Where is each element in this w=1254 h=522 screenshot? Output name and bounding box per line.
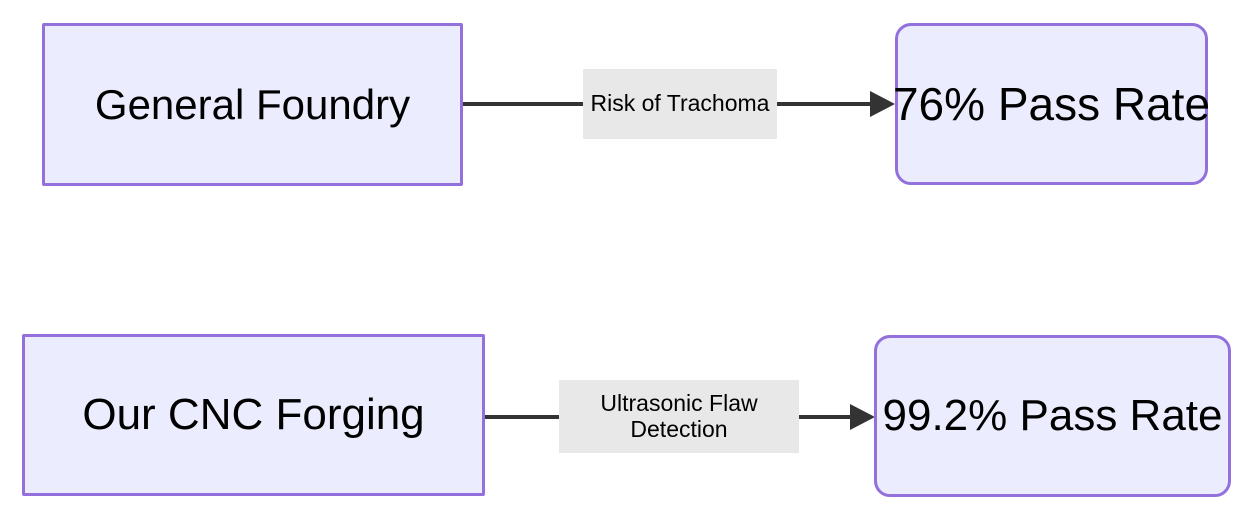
node-99-2-pass-rate-label: 99.2% Pass Rate [882, 391, 1223, 440]
arrowhead-icon [850, 404, 875, 430]
node-76-pass-rate: 76% Pass Rate [892, 23, 1211, 185]
edge-label-risk-of-trachoma: Risk of Trachoma [583, 69, 777, 139]
node-99-2-pass-rate: 99.2% Pass Rate [874, 335, 1231, 497]
edge-label-ultrasonic-flaw-detection: Ultrasonic Flaw Detection [559, 380, 799, 453]
edge-label-risk-of-trachoma-text: Risk of Trachoma [590, 90, 770, 117]
node-our-cnc-forging-label: Our CNC Forging [82, 390, 425, 439]
node-our-cnc-forging: Our CNC Forging [22, 334, 485, 496]
arrowhead-icon [870, 91, 895, 117]
edge-label-ultrasonic-flaw-detection-text: Ultrasonic Flaw Detection [600, 390, 758, 442]
node-general-foundry: General Foundry [42, 23, 463, 186]
node-general-foundry-label: General Foundry [94, 80, 411, 128]
node-76-pass-rate-label: 76% Pass Rate [892, 78, 1211, 130]
